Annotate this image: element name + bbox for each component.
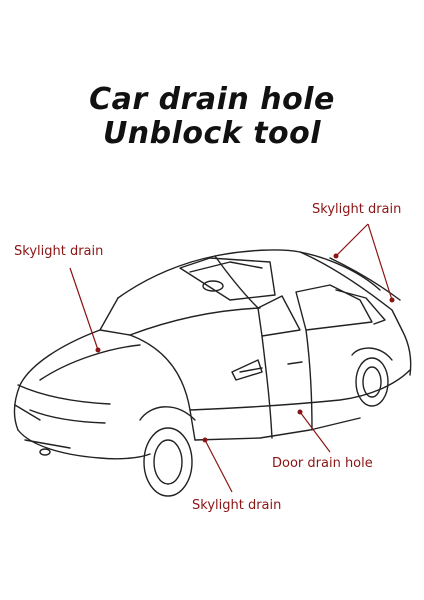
leader-skylight-left [69, 267, 99, 351]
callout-skylight-bottom: Skylight drain [192, 498, 282, 513]
callout-leaders [69, 223, 393, 493]
title-line-1: Car drain hole [89, 82, 335, 117]
drain-point-fender [202, 437, 208, 443]
leader-skylight-top-right [335, 223, 393, 301]
callout-door-drain: Door drain hole [272, 456, 373, 471]
drain-point-door [297, 409, 303, 415]
drain-points [95, 253, 395, 443]
drain-point-front-pillar [95, 347, 101, 353]
leader-skylight-bottom [204, 439, 233, 493]
drain-point-rear-quarter [389, 297, 395, 303]
callout-skylight-top-right: Skylight drain [312, 202, 402, 217]
drain-point-rear-roof [333, 253, 339, 259]
title-line-2: Unblock tool [102, 116, 322, 151]
leader-door-drain [299, 411, 331, 453]
callout-skylight-left: Skylight drain [14, 244, 104, 259]
car-line-art [13, 249, 412, 497]
